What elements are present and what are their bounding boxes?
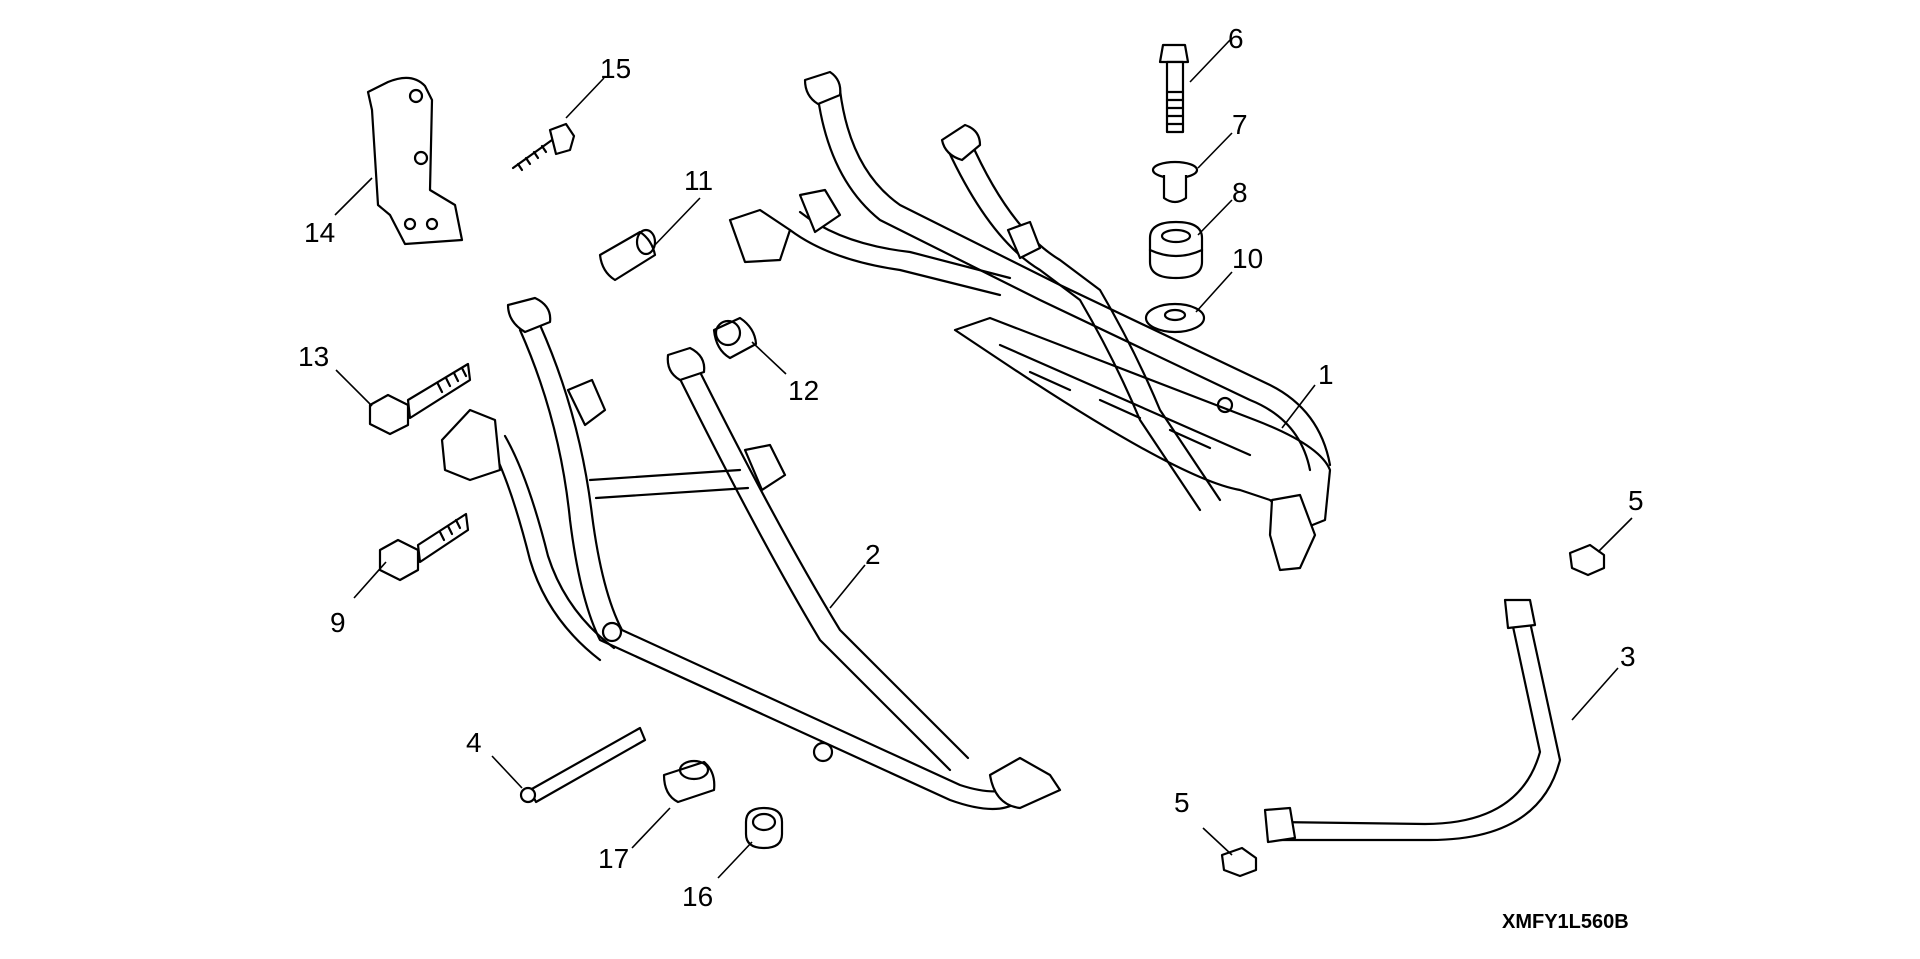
part-12-collar xyxy=(712,316,758,360)
part-3-stay xyxy=(1263,598,1562,844)
callouts: 1 2 3 4 5 5 6 7 8 9 10 11 12 13 14 15 16… xyxy=(298,23,1644,912)
part-14-bracket xyxy=(366,76,464,246)
callout-13: 13 xyxy=(298,341,329,372)
part-15-bolt xyxy=(511,122,576,172)
callout-3: 3 xyxy=(1620,641,1636,672)
drawing-code: XMFY1L560B xyxy=(1502,911,1629,933)
part-4-tie xyxy=(519,726,647,804)
part-10-washer xyxy=(1144,302,1206,334)
part-7-collar xyxy=(1151,160,1199,204)
part-17-sleeve xyxy=(662,759,716,804)
part-11-sleeve xyxy=(598,228,657,282)
callout-2: 2 xyxy=(865,539,881,570)
part-2-frame xyxy=(440,296,1062,810)
leader-lines xyxy=(334,39,1633,879)
part-9-bolt xyxy=(378,512,470,582)
callout-6: 6 xyxy=(1228,23,1244,54)
callout-12: 12 xyxy=(788,375,819,406)
callout-5-upper: 5 xyxy=(1628,485,1644,516)
callout-11: 11 xyxy=(684,165,713,196)
part-6-bolt xyxy=(1158,43,1190,134)
part-5-nut-upper xyxy=(1568,543,1606,577)
callout-9: 9 xyxy=(330,607,346,638)
part-1-frame xyxy=(728,70,1332,572)
callout-7: 7 xyxy=(1232,109,1248,140)
callout-16: 16 xyxy=(682,881,713,912)
callout-5-lower: 5 xyxy=(1174,787,1190,818)
part-13-bolt xyxy=(368,362,472,436)
callout-15: 15 xyxy=(600,53,631,84)
callout-14: 14 xyxy=(304,217,335,248)
callout-8: 8 xyxy=(1232,177,1248,208)
part-16-collar xyxy=(744,806,784,850)
part-8-grommet xyxy=(1148,220,1204,280)
part-5-nut-lower xyxy=(1220,846,1258,878)
callout-10: 10 xyxy=(1232,243,1263,274)
callout-1: 1 xyxy=(1318,359,1334,390)
callout-17: 17 xyxy=(598,843,629,874)
callout-4: 4 xyxy=(466,727,482,758)
